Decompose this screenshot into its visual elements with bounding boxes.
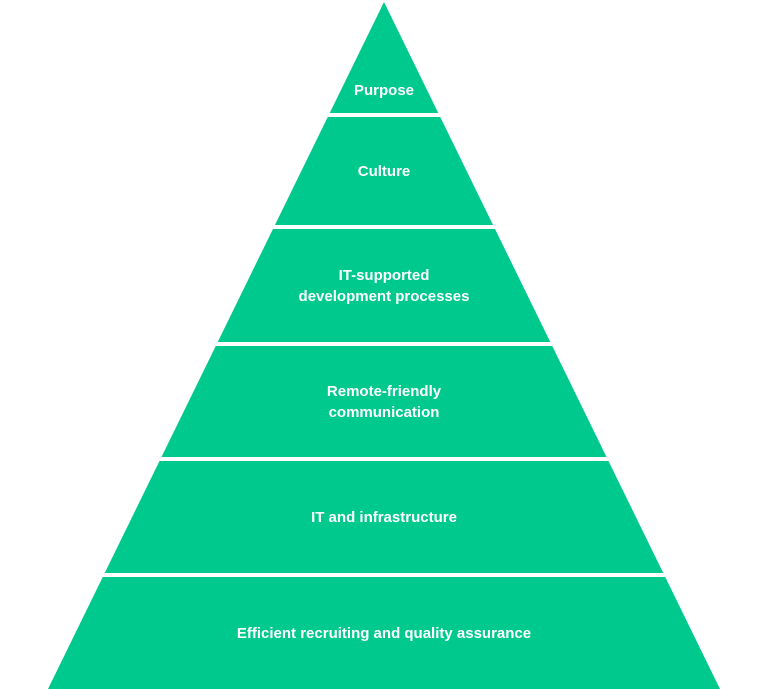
pyramid-tier-label-line: Efficient recruiting and quality assuran… [237,625,531,642]
pyramid-tier-5 [104,461,664,573]
pyramid-tier-2 [274,117,494,225]
pyramid-tier-label-1: Purpose [354,82,414,99]
pyramid-tier-label-line: Culture [358,163,411,180]
pyramid-tier-label-line: IT-supported [339,267,430,284]
pyramid-tier-label-6: Efficient recruiting and quality assuran… [237,625,531,642]
pyramid-tier-label-line: Remote-friendly [327,383,442,400]
pyramid-tier-label-line: development processes [299,288,470,305]
pyramid-tier-label-line: communication [329,404,440,421]
pyramid-tier-3 [217,229,551,342]
pyramid-tier-label-line: Purpose [354,82,414,99]
pyramid-tier-label-line: IT and infrastructure [311,509,457,526]
pyramid-tier-4 [161,346,607,457]
pyramid-tier-label-5: IT and infrastructure [311,509,457,526]
pyramid-tier-label-4: Remote-friendly communication [327,383,442,421]
pyramid-tier-6 [48,577,720,689]
pyramid-tier-label-2: Culture [358,163,411,180]
pyramid-tier-label-3: IT-supported development processes [299,267,470,305]
pyramid-tier-1 [329,2,439,113]
